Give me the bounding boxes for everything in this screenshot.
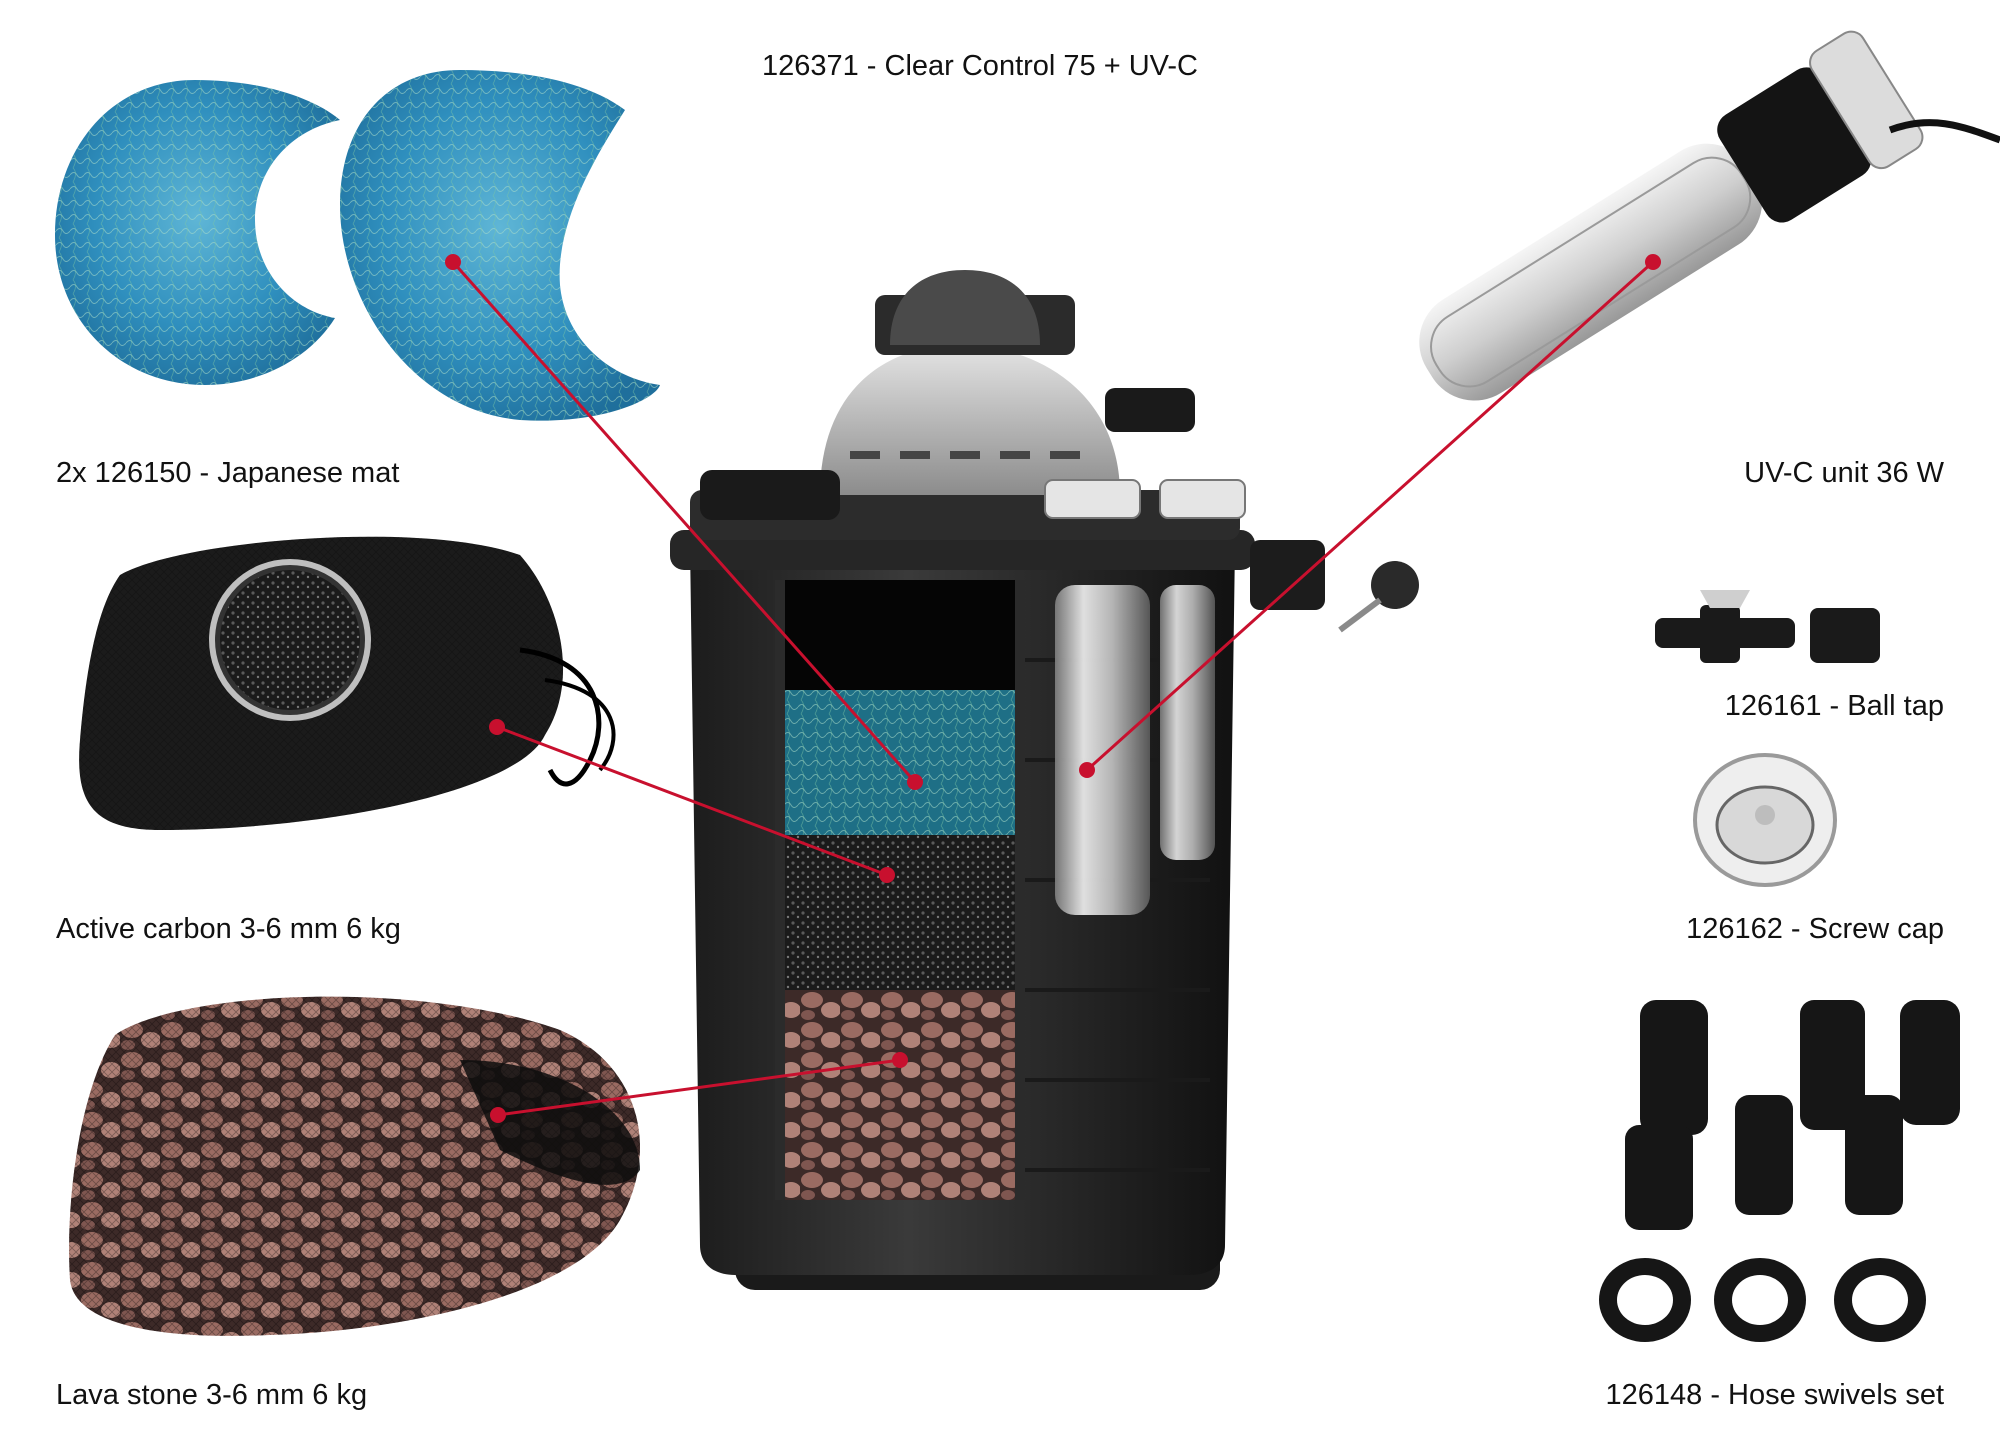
screw-cap-illustration (1693, 753, 1837, 887)
label-hose-swivels: 126148 - Hose swivels set (1605, 1379, 1945, 1411)
uvc-unit-illustration (1419, 30, 2000, 401)
leader-line-uvc-unit (1085, 260, 1655, 772)
leader-dot-uvc-unit-target (1079, 762, 1095, 778)
label-lava-stone: Lava stone 3-6 mm 6 kg (56, 1379, 368, 1411)
japanese-mat-illustration (55, 70, 660, 421)
label-ball-tap: 126161 - Ball tap (1724, 690, 1944, 722)
label-uvc-unit: UV-C unit 36 W (1744, 457, 1944, 489)
diagram-title: 126371 - Clear Control 75 + UV-C (761, 50, 1199, 82)
label-active-carbon: Active carbon 3-6 mm 6 kg (56, 913, 401, 945)
filter-cutaway-illustration (670, 270, 1419, 1290)
leader-dot-uvc-unit-source (1645, 254, 1661, 270)
leader-lines (451, 260, 1655, 1117)
lava-stone-bag-illustration (69, 996, 640, 1336)
leader-dot-lava-stone-source (490, 1107, 506, 1123)
leader-line-lava-stone (497, 1058, 901, 1117)
hose-swivels-illustration (1599, 1000, 1960, 1342)
leader-dot-japanese-mat-target (907, 774, 923, 790)
leader-dot-japanese-mat-source (445, 254, 461, 270)
label-japanese-mat: 2x 126150 - Japanese mat (56, 457, 400, 489)
leader-dot-active-carbon-source (489, 719, 505, 735)
leader-dot-active-carbon-target (879, 867, 895, 883)
leader-dots (445, 254, 1661, 1123)
ball-tap-illustration (1655, 590, 1880, 663)
active-carbon-bag-illustration (79, 536, 616, 830)
leader-line-japanese-mat (451, 261, 917, 783)
leader-dot-lava-stone-target (892, 1052, 908, 1068)
label-screw-cap: 126162 - Screw cap (1686, 913, 1944, 945)
leader-line-active-carbon (496, 725, 888, 877)
